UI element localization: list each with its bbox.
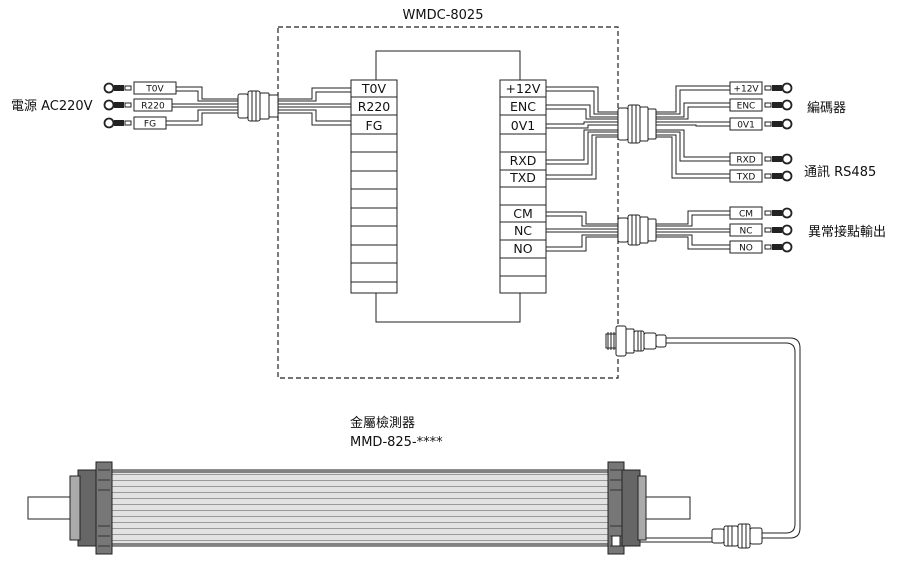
power-wire-tag-t0v: T0V xyxy=(145,85,164,95)
encoder-label: 編碼器 xyxy=(807,100,846,116)
internal-board xyxy=(375,50,521,323)
encoder-wire-tag-enc: ENC xyxy=(737,102,756,112)
terminal-label-fg: FG xyxy=(366,118,383,133)
left-end-cap xyxy=(69,461,113,555)
encoder-cable-gland xyxy=(617,104,657,144)
relay-terminal-nc: NC xyxy=(729,223,793,237)
power-wire-tag-r220: R220 xyxy=(141,102,165,112)
encoder-terminal-enc: ENC xyxy=(729,98,793,112)
terminal-label-no: NO xyxy=(513,241,532,256)
power-label: 電源 AC220V xyxy=(11,99,93,114)
metal-detector xyxy=(27,461,691,555)
relay-terminal-no: NO xyxy=(729,240,793,254)
terminal-label-0v1: 0V1 xyxy=(511,118,535,133)
detector-model: MMD-825-**** xyxy=(350,435,443,450)
terminal-label-txd: TXD xyxy=(509,170,536,185)
right-end-cap xyxy=(607,461,647,555)
encoder-wire-tag-0v1: 0V1 xyxy=(737,121,755,131)
encoder-terminal-12v: +12V xyxy=(729,81,793,95)
terminal-label-nc: NC xyxy=(514,223,532,238)
left-terminal-block: T0V R220 FG xyxy=(350,79,398,294)
power-cable-gland xyxy=(237,90,279,122)
terminal-label-rxd: RXD xyxy=(510,153,537,168)
sensor-cable xyxy=(666,337,801,539)
comm-terminal-rxd: RXD xyxy=(729,152,793,166)
terminal-label-r220: R220 xyxy=(358,99,391,114)
relay-wire-tag-nc: NC xyxy=(739,227,752,237)
power-wires xyxy=(166,86,351,126)
detector-name: 金屬檢測器 xyxy=(350,415,415,431)
detector-body xyxy=(111,469,609,547)
power-terminal-fg: FG xyxy=(103,116,167,130)
relay-cable-gland xyxy=(617,214,657,246)
controller-title: WMDC-8025 xyxy=(403,8,484,23)
power-terminal-t0v: T0V xyxy=(103,81,177,95)
relay-wires xyxy=(546,210,730,252)
encoder-comm-wires xyxy=(546,85,730,180)
encoder-wire-tag-12v: +12V xyxy=(733,85,759,95)
terminal-label-t0v: T0V xyxy=(361,81,387,96)
terminal-label-12v: +12V xyxy=(506,81,541,96)
relay-label: 異常接點輸出 xyxy=(808,224,886,240)
comm-terminal-txd: TXD xyxy=(729,169,793,183)
terminal-label-cm: CM xyxy=(513,206,533,221)
power-wire-tag-fg: FG xyxy=(144,120,156,130)
panel-connector xyxy=(605,325,667,357)
inline-connector xyxy=(711,523,763,549)
power-terminal-r220: R220 xyxy=(103,98,173,112)
relay-wire-tag-no: NO xyxy=(739,244,753,254)
relay-terminal-cm: CM xyxy=(729,206,793,220)
terminal-label-enc: ENC xyxy=(510,99,536,114)
encoder-terminal-0v1: 0V1 xyxy=(729,117,793,131)
comm-label: 通訊 RS485 xyxy=(804,165,876,180)
right-terminal-block: +12V ENC 0V1 RXD TXD CM NC NO xyxy=(499,79,547,294)
relay-wire-tag-cm: CM xyxy=(739,210,753,220)
comm-wire-tag-txd: TXD xyxy=(736,173,756,183)
controller-enclosure xyxy=(277,26,619,379)
comm-wire-tag-rxd: RXD xyxy=(736,156,755,166)
